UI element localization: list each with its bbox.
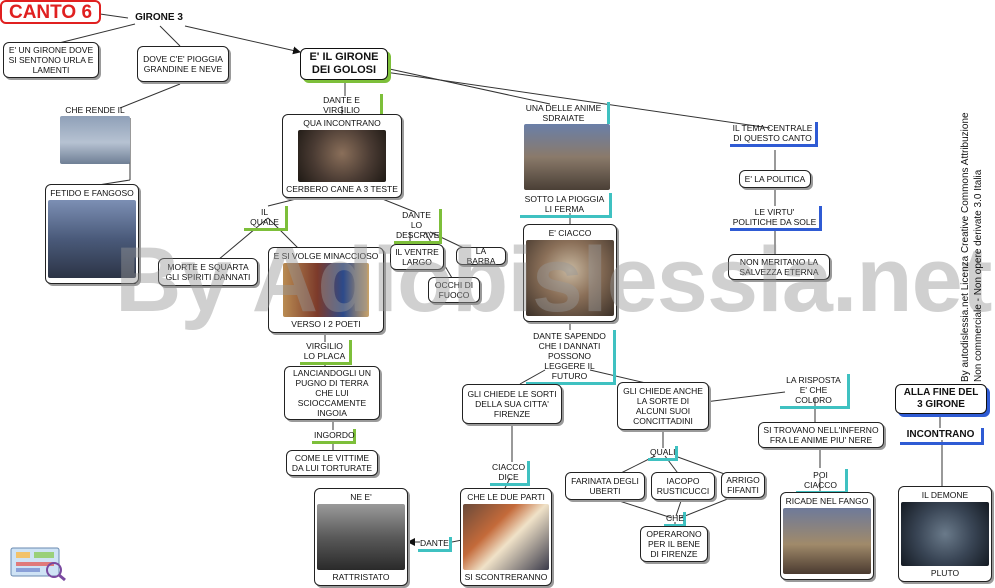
battle-image	[463, 504, 549, 570]
node-tema: IL TEMA CENTRALE DI QUESTO CANTO	[730, 122, 818, 147]
ricade-label: RICADE NEL FANGO	[785, 496, 869, 506]
cerbero-image	[298, 130, 386, 182]
node-ventre: IL VENTRE LARGO	[390, 244, 444, 270]
node-chiede-anche: GLI CHIEDE ANCHE LA SORTE DI ALCUNI SUOI…	[617, 382, 709, 430]
node-dante-sapendo: DANTE SAPENDO CHE I DANNATI POSSONO LEGG…	[526, 330, 616, 385]
qua-incontrano-label: QUA INCONTRANO	[303, 118, 381, 128]
scontreranno-label: SI SCONTRERANNO	[464, 572, 548, 582]
anime-sdraiate-image	[524, 124, 610, 190]
node-sotto-pioggia: SOTTO LA PIOGGIA LI FERMA	[520, 193, 612, 218]
map-logo-icon	[8, 540, 68, 582]
node-vittime: COME LE VITTIME DA LUI TORTURATE	[286, 450, 378, 476]
node-rattristato: NE E' RATTRISTATO	[314, 488, 408, 586]
license-line-2: Non commerciale - Non opere derivate 3.0…	[973, 169, 984, 382]
node-occhi: OCCHI DI FUOCO	[428, 277, 480, 303]
node-pluto: IL DEMONE PLUTO	[898, 486, 992, 582]
node-girone3: GIRONE 3	[135, 12, 183, 23]
node-virgilio-placa: VIRGILIO LO PLACA	[300, 340, 352, 365]
pluto-image	[901, 502, 989, 566]
node-pioggia: DOVE C'E' PIOGGIA GRANDINE E NEVE	[137, 46, 229, 82]
node-una-anime: UNA DELLE ANIME SDRAIATE	[520, 102, 610, 124]
node-cerbero: QUA INCONTRANO CERBERO CANE A 3 TESTE	[282, 114, 402, 198]
node-ingordo: INGORDO	[312, 429, 356, 444]
rattristato-label: RATTRISTATO	[332, 572, 390, 582]
node-non-meritano: NON MERITANO LA SALVEZZA ETERNA	[728, 254, 830, 280]
node-ricade: RICADE NEL FANGO	[780, 492, 874, 580]
node-il-quale: IL QUALE	[244, 206, 288, 231]
node-golosi: E' IL GIRONE DEI GOLOSI	[300, 48, 388, 80]
node-alla-fine: ALLA FINE DEL 3 GIRONE	[895, 384, 987, 414]
due-parti-label: CHE LE DUE PARTI	[467, 492, 545, 502]
demone-label: IL DEMONE	[921, 490, 969, 500]
license-text: By autodislessia.net Licenza Creative Co…	[958, 86, 986, 386]
node-ciacco-dice: CIACCO DICE	[490, 461, 530, 486]
ciacco-image	[526, 240, 614, 316]
node-poi-ciacco: POI CIACCO	[796, 469, 848, 494]
node-operarono: OPERARONO PER IL BENE DI FIRENZE	[640, 526, 708, 562]
page-title: CANTO 6	[0, 0, 101, 24]
dante-virgilio-image	[283, 263, 369, 317]
ricade-image	[783, 508, 871, 574]
node-che: CHE	[664, 512, 686, 527]
si-volge-label: E SI VOLGE MINACCIOSO	[273, 251, 379, 261]
node-incontrano: INCONTRANO	[900, 428, 984, 445]
node-virtu: LE VIRTU' POLITICHE DA SOLE	[730, 206, 822, 231]
verso-label: VERSO I 2 POETI	[291, 319, 361, 329]
pluto-label: PLUTO	[930, 568, 960, 578]
node-chiede-sorti: GLI CHIEDE LE SORTI DELLA SUA CITTA' FIR…	[462, 384, 562, 424]
ciacco-label: E' CIACCO	[548, 228, 592, 238]
sad-dante-image	[317, 504, 405, 570]
node-iacopo: IACOPO RUSTICUCCI	[651, 472, 715, 500]
node-ciacco: E' CIACCO	[523, 224, 617, 322]
license-line-1: By autodislessia.net Licenza Creative Co…	[960, 112, 971, 382]
node-urla: E' UN GIRONE DOVE SI SENTONO URLA E LAME…	[3, 42, 99, 78]
node-barba: LA BARBA	[456, 246, 506, 266]
node-dante-label: DANTE	[418, 537, 452, 552]
node-quali: QUALI	[648, 446, 678, 461]
ne-e-label: NE E'	[350, 492, 372, 502]
mud-souls-image	[48, 200, 136, 278]
node-farinata: FARINATA DEGLI UBERTI	[565, 472, 645, 500]
node-fetido: FETIDO E FANGOSO	[45, 184, 139, 284]
node-politica: E' LA POLITICA	[739, 170, 811, 188]
fetido-label: FETIDO E FANGOSO	[50, 188, 134, 198]
node-morte: MORTE E SQUARTA GLI SPIRITI DANNATI	[158, 258, 258, 286]
cerbero-label: CERBERO CANE A 3 TESTE	[286, 184, 398, 194]
node-si-volge: E SI VOLGE MINACCIOSO VERSO I 2 POETI	[268, 247, 384, 333]
fog-image	[60, 116, 130, 164]
node-arrigo: ARRIGO FIFANTI	[721, 472, 765, 498]
node-lanciandogli: LANCIANDOGLI UN PUGNO DI TERRA CHE LUI S…	[284, 366, 380, 420]
node-descrive: DANTE LO DESCRIVE	[394, 209, 442, 244]
node-trovano: SI TROVANO NELL'INFERNO FRA LE ANIME PIU…	[758, 422, 884, 448]
node-due-parti: CHE LE DUE PARTI SI SCONTRERANNO	[460, 488, 552, 586]
node-risposta: LA RISPOSTA E' CHE COLORO	[780, 374, 850, 409]
